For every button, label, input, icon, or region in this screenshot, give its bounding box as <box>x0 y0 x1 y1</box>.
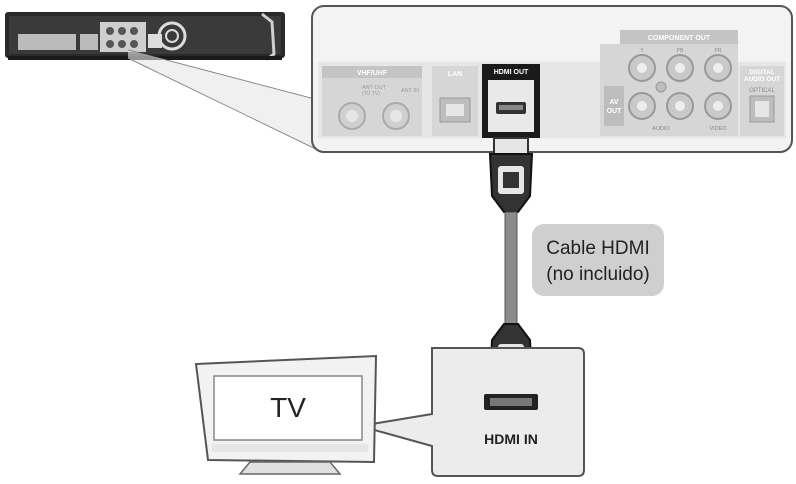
tv-hdmi-in-callout <box>359 347 585 477</box>
comp-y-label: Y <box>640 48 644 54</box>
lan-label: LAN <box>448 71 462 78</box>
blu-ray-player <box>5 12 285 62</box>
cable-label-line1: Cable HDMI <box>546 238 649 259</box>
video-label: VIDEO <box>709 126 727 132</box>
comp-pr-label: PR <box>715 48 722 54</box>
tv-set <box>194 354 378 475</box>
optical-label: OPTICAL <box>749 88 775 94</box>
component-out-label: COMPONENT OUT <box>648 35 711 42</box>
av-out-label-2: OUT <box>607 108 623 115</box>
digital-audio-label-1: DIGITAL <box>749 69 775 76</box>
cable-label-line2: (no incluido) <box>546 264 650 285</box>
tv-label: TV <box>270 392 306 423</box>
zoom-callout <box>127 49 319 151</box>
audio-label: AUDIO <box>652 126 670 132</box>
ant-in-label: ANT IN <box>401 88 419 94</box>
hdmi-out-label: HDMI OUT <box>494 69 529 76</box>
ant-out-label: ANT OUT <box>362 85 387 91</box>
cable-label-box <box>532 224 664 296</box>
av-out-label-1: AV <box>609 99 619 106</box>
comp-pb-label: PB <box>677 48 684 54</box>
digital-audio-label-2: AUDIO OUT <box>744 76 781 83</box>
rear-panel <box>311 5 793 153</box>
hdmi-in-label: HDMI IN <box>484 431 538 447</box>
ant-out-sub-label: (TO TV) <box>362 91 380 97</box>
vhf-uhf-label: VHF/UHF <box>357 70 388 77</box>
